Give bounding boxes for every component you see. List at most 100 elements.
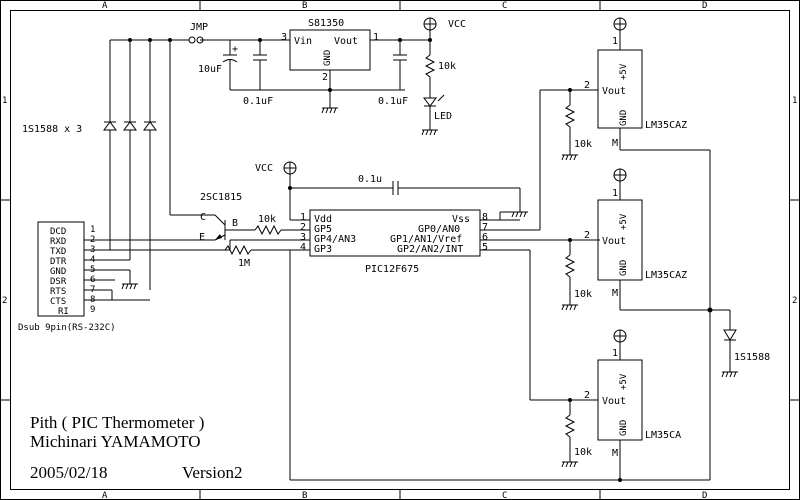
dsub-pin-name-9: RI bbox=[58, 307, 69, 317]
sensor-2-pin-m: M bbox=[612, 288, 618, 299]
sensor-3-pin-m: M bbox=[612, 448, 618, 459]
regulator-pin-2: 2 bbox=[322, 72, 328, 83]
transistor-name: 2SC1815 bbox=[200, 192, 242, 203]
sensor-2-v5: +5V bbox=[619, 213, 629, 230]
frame-col-b-bottom: B bbox=[302, 491, 307, 500]
pic-pin-num-5: 5 bbox=[482, 242, 488, 253]
dsub-pin-num-1: 1 bbox=[90, 225, 95, 235]
title-line-1: Pith ( PIC Thermometer ) bbox=[30, 413, 204, 432]
sensor-1-gnd: GND bbox=[619, 110, 629, 126]
led-resistor-label: 10k bbox=[438, 61, 456, 72]
dsub-pin-name-2: RXD bbox=[50, 237, 66, 247]
sensor-1-vout: Vout bbox=[602, 86, 626, 97]
pic-name: PIC12F675 bbox=[365, 264, 419, 275]
frame-col-d-bottom: D bbox=[702, 491, 707, 500]
led-label: LED bbox=[434, 111, 452, 122]
transistor-c: C bbox=[200, 212, 206, 223]
pic-chip: Vdd GP5 GP4/AN3 GP3 Vss GP0/AN0 GP1/AN1/… bbox=[229, 209, 600, 275]
jumper: JMP bbox=[110, 22, 208, 44]
sensor-2-gnd: GND bbox=[619, 260, 629, 276]
diodes-label: 1S1588 x 3 bbox=[22, 124, 82, 135]
cap-10uf-label: 10uF bbox=[198, 64, 222, 75]
frame-row-1: 1 bbox=[2, 96, 7, 106]
frame-row-2: 2 bbox=[2, 296, 7, 306]
gp3-resistor: 1M bbox=[130, 244, 305, 269]
sensor-3-name: LM35CA bbox=[645, 430, 681, 441]
sensor-2-pin-2: 2 bbox=[584, 230, 590, 241]
dsub-pin-name-5: GND bbox=[50, 267, 66, 277]
dsub-pin-name-7: RTS bbox=[50, 287, 66, 297]
regulator-pin-3: 3 bbox=[281, 32, 287, 43]
resistor-1m-label: 1M bbox=[238, 258, 250, 269]
sensor-1-resistor-label: 10k bbox=[574, 139, 592, 150]
regulator-pin-1: 1 bbox=[373, 32, 379, 43]
frame-col-a: A bbox=[102, 1, 108, 11]
cap-0.1uf-out-label: 0.1uF bbox=[378, 96, 408, 107]
pic-pin-name-3: GP4/AN3 bbox=[314, 234, 356, 245]
transistor-e: E bbox=[199, 232, 205, 243]
sensor-1-pin-1: 1 bbox=[612, 36, 618, 47]
pic-pin-name-4: GP3 bbox=[314, 244, 332, 255]
pic-pin-num-8: 8 bbox=[482, 212, 488, 223]
pic-pin-num-2: 2 bbox=[300, 222, 306, 233]
transistor-b: B bbox=[232, 218, 238, 229]
dsub-pin-name-3: TXD bbox=[50, 247, 66, 257]
title-date: 2005/02/18 bbox=[30, 463, 107, 482]
dsub-pin-num-9: 9 bbox=[90, 305, 95, 315]
frame-row-1-right: 1 bbox=[792, 96, 797, 106]
sensor-3: 1 +5V Vout GND LM35CA 2 M 10k bbox=[289, 250, 711, 482]
dsub-pin-name-8: CTS bbox=[50, 297, 66, 307]
pic-pin-name-2: GP5 bbox=[314, 224, 332, 235]
output-diode-label: 1S1588 bbox=[734, 352, 770, 363]
sensor-1-pin-2: 2 bbox=[584, 80, 590, 91]
pic-pin-name-1: Vdd bbox=[314, 214, 332, 225]
dsub-pin-name-1: DCD bbox=[50, 227, 66, 237]
vdd-supply: VCC 0.1u bbox=[255, 161, 528, 220]
frame-col-c-bottom: C bbox=[502, 491, 507, 500]
sensor-1-v5: +5V bbox=[619, 63, 629, 80]
frame-col-d: D bbox=[702, 1, 707, 11]
sensor-3-pin-1: 1 bbox=[612, 348, 618, 359]
diode-array: 1S1588 x 3 bbox=[22, 38, 172, 290]
regulator-wiring: + 10uF 0.1uF 0.1uF bbox=[198, 38, 430, 114]
pic-pin-name-6: GP1/AN1/Vref bbox=[390, 234, 462, 245]
transistor: 2SC1815 C E B 10k bbox=[170, 192, 305, 243]
output-diode: 1S1588 bbox=[721, 310, 770, 378]
vdd-cap-label: 0.1u bbox=[358, 174, 382, 185]
sensor-3-resistor-label: 10k bbox=[574, 447, 592, 458]
sensor-3-vout: Vout bbox=[602, 396, 626, 407]
regulator: S81350 Vin Vout GND 3 1 2 bbox=[281, 18, 379, 83]
dsub-connector: DCD RXD TXD DTR GND DSR RTS CTS RI 1 2 3… bbox=[18, 221, 230, 333]
sensor-2: 1 +5V Vout GND LM35CAZ 2 M 10k bbox=[561, 168, 730, 313]
sensor-1-pin-m: M bbox=[612, 138, 618, 149]
regulator-gnd: GND bbox=[323, 50, 333, 66]
frame-col-a-bottom: A bbox=[102, 491, 108, 500]
title-block: Pith ( PIC Thermometer ) Michinari YAMAM… bbox=[30, 413, 242, 482]
pic-pin-num-7: 7 bbox=[482, 222, 488, 233]
sensor-3-v5: +5V bbox=[619, 373, 629, 390]
sensor-2-pin-1: 1 bbox=[612, 188, 618, 199]
regulator-vin: Vin bbox=[294, 36, 312, 47]
pic-pin-name-7: GP0/AN0 bbox=[418, 224, 460, 235]
sensor-1-name: LM35CAZ bbox=[645, 120, 687, 131]
title-line-2: Michinari YAMAMOTO bbox=[30, 432, 200, 451]
sensor-2-name: LM35CAZ bbox=[645, 270, 687, 281]
pic-pin-name-5: GP2/AN2/INT bbox=[397, 244, 463, 255]
frame-col-c: C bbox=[502, 1, 507, 11]
pic-pin-name-8: Vss bbox=[452, 214, 470, 225]
title-version: Version2 bbox=[182, 463, 242, 482]
cap-plus-sign: + bbox=[232, 44, 238, 55]
vcc-led-branch: VCC 10k LED bbox=[421, 17, 466, 136]
pic-pin-num-1: 1 bbox=[300, 212, 306, 223]
dsub-caption: Dsub 9pin(RS-232C) bbox=[18, 323, 116, 333]
sensor-3-pin-2: 2 bbox=[584, 390, 590, 401]
regulator-vout: Vout bbox=[334, 36, 358, 47]
jmp-label: JMP bbox=[190, 22, 208, 33]
sensor-3-gnd: GND bbox=[619, 420, 629, 436]
frame-col-b: B bbox=[302, 1, 307, 11]
vcc-top-label: VCC bbox=[448, 19, 466, 30]
regulator-name: S81350 bbox=[308, 18, 344, 29]
sensor-2-vout: Vout bbox=[602, 236, 626, 247]
base-resistor-label: 10k bbox=[258, 214, 276, 225]
pic-pin-num-6: 6 bbox=[482, 232, 488, 243]
